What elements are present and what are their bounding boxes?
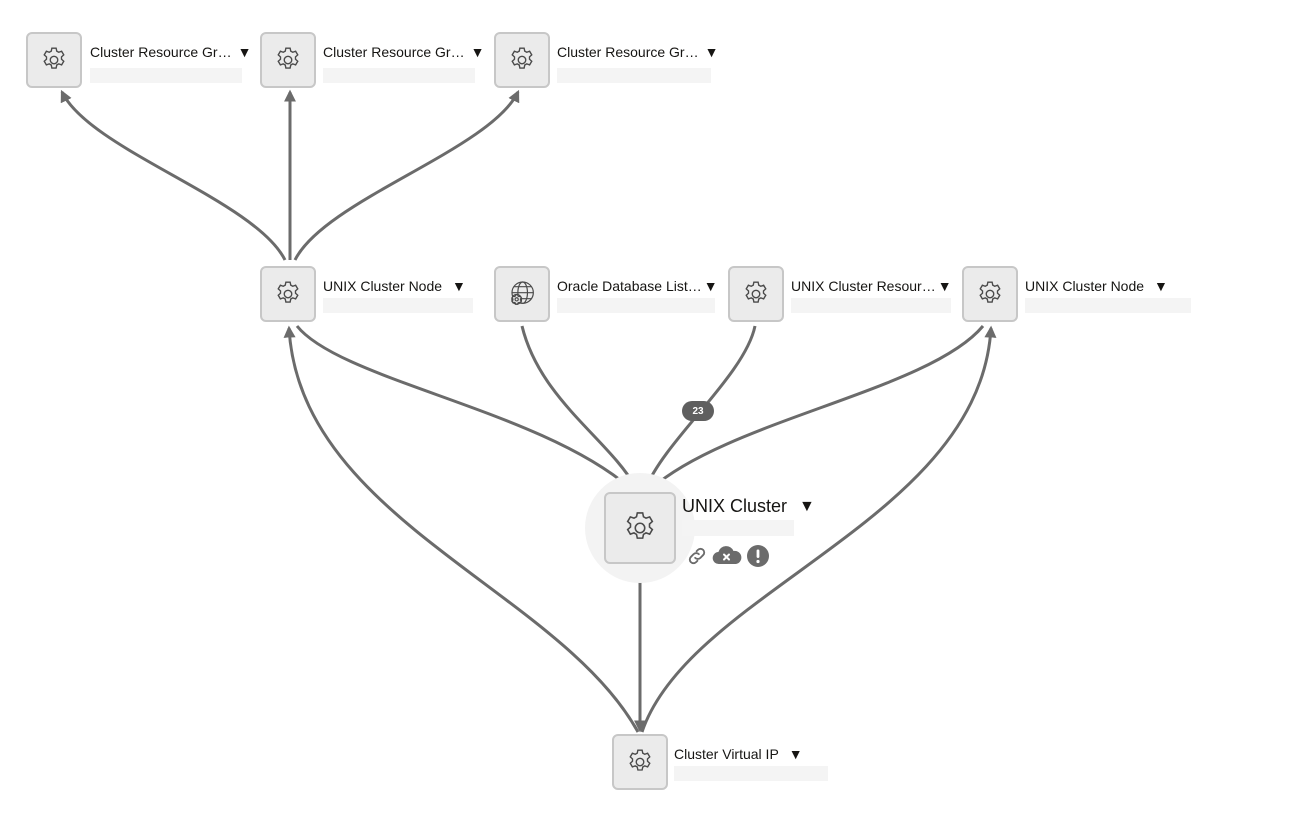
node-cluster-resource-group-2[interactable]	[260, 32, 316, 88]
cloud-error-icon[interactable]	[711, 545, 743, 567]
node-sublabel-bar	[557, 68, 711, 83]
node-sublabel-bar	[1025, 298, 1191, 313]
edge-count-badge[interactable]: 23	[682, 401, 714, 421]
node-sublabel-bar	[791, 298, 951, 313]
node-menu-caret[interactable]: ▼	[937, 278, 952, 294]
node-label: Oracle Database List…	[557, 278, 702, 294]
gear-icon	[979, 281, 1001, 303]
node-sublabel-bar	[90, 68, 242, 83]
node-status-icons	[686, 544, 770, 568]
node-sublabel-bar	[557, 298, 715, 313]
gear-icon	[511, 47, 533, 69]
node-menu-caret[interactable]: ▼	[704, 44, 719, 60]
edge-ucn2-uc	[650, 325, 985, 490]
gear-icon	[745, 281, 767, 303]
edge-ucn1-uc	[295, 325, 632, 490]
node-unix-cluster-node-2[interactable]	[962, 266, 1018, 322]
node-cluster-resource-group-3[interactable]	[494, 32, 550, 88]
node-cluster-virtual-ip[interactable]	[612, 734, 668, 790]
node-oracle-database-listener[interactable]	[494, 266, 550, 322]
edge-cvip-ucn1	[283, 325, 640, 733]
alert-icon[interactable]	[746, 544, 770, 568]
node-unix-cluster-resource[interactable]	[728, 266, 784, 322]
node-sublabel-bar	[682, 520, 794, 536]
node-menu-caret[interactable]: ▼	[1154, 278, 1168, 294]
node-label: Cluster Resource Gr…	[90, 44, 232, 60]
edge-cvip-ucn2	[640, 325, 997, 733]
node-menu-caret[interactable]: ▼	[237, 44, 252, 60]
edge-odl-uc	[520, 325, 638, 491]
node-menu-caret[interactable]: ▼	[799, 497, 815, 515]
gear-icon	[626, 512, 654, 539]
gear-icon	[629, 749, 651, 771]
node-cluster-resource-group-1[interactable]	[26, 32, 82, 88]
node-label: Cluster Resource Gr…	[557, 44, 699, 60]
link-icon[interactable]	[686, 545, 708, 567]
node-sublabel-bar	[323, 68, 475, 83]
node-menu-caret[interactable]: ▼	[703, 278, 718, 294]
globe-gear-icon	[511, 281, 534, 305]
gear-icon	[43, 47, 65, 69]
node-label: UNIX Cluster Node	[323, 278, 443, 294]
edge-ucn1-crg1	[60, 89, 287, 261]
node-sublabel-bar	[674, 766, 828, 781]
node-unix-cluster[interactable]	[604, 492, 676, 564]
node-unix-cluster-node-1[interactable]	[260, 266, 316, 322]
node-menu-caret[interactable]: ▼	[470, 44, 485, 60]
node-label: UNIX Cluster Node	[1025, 278, 1145, 294]
node-label: UNIX Cluster	[682, 496, 788, 516]
node-label: Cluster Resource Gr…	[323, 44, 465, 60]
node-menu-caret[interactable]: ▼	[788, 746, 803, 762]
node-menu-caret[interactable]: ▼	[452, 278, 466, 294]
node-label: Cluster Virtual IP	[674, 746, 779, 762]
gear-icon	[277, 281, 299, 303]
node-label: UNIX Cluster Resour…	[791, 278, 936, 294]
gear-icon	[277, 47, 299, 69]
node-sublabel-bar	[323, 298, 473, 313]
edge-ucn1-crg3	[293, 89, 520, 261]
